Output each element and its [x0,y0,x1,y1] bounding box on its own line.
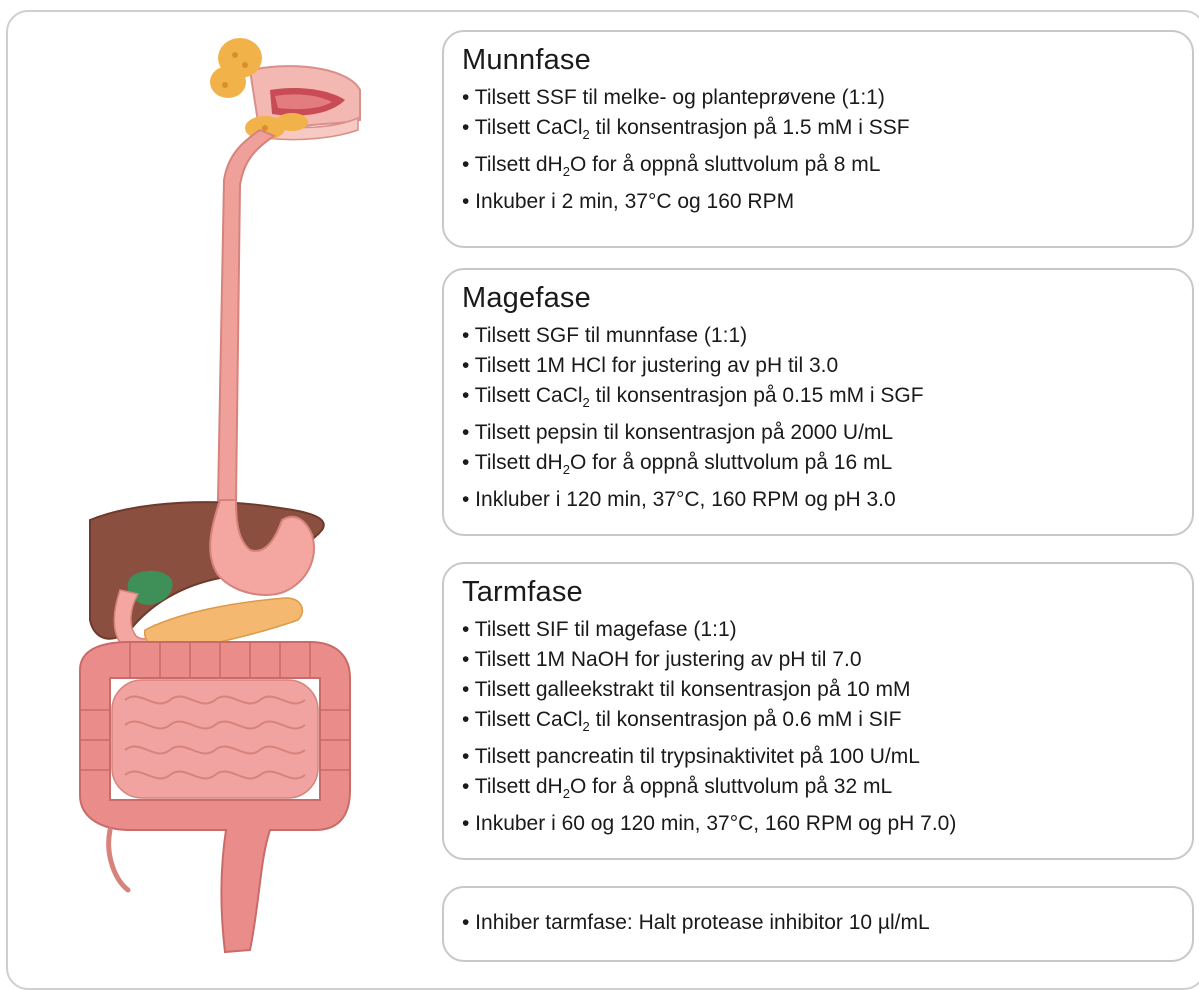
list-item: • Tilsett 1M NaOH for justering av pH ti… [462,645,1174,675]
list-item: • Inhiber tarmfase: Halt protease inhibi… [462,908,1174,938]
appendix-icon [109,830,128,890]
list-item: • Tilsett pancreatin til trypsinaktivite… [462,742,1174,772]
phase-steps: • Tilsett SIF til magefase (1:1) • Tilse… [462,615,1174,839]
list-item: • Tilsett dH2O for å oppnå sluttvolum på… [462,150,1174,187]
list-item: • Tilsett galleekstrakt til konsentrasjo… [462,675,1174,705]
phase-steps: • Tilsett SGF til munnfase (1:1) • Tilse… [462,321,1174,515]
list-item: • Tilsett SGF til munnfase (1:1) [462,321,1174,351]
phase-steps: • Inhiber tarmfase: Halt protease inhibi… [462,908,1174,938]
phase-steps: • Tilsett SSF til melke- og planteprøven… [462,83,1174,217]
phase-box-tarmfase: Tarmfase • Tilsett SIF til magefase (1:1… [442,562,1194,860]
list-item: • Tilsett CaCl2 til konsentrasjon på 0.6… [462,705,1174,742]
phase-title: Magefase [462,282,1174,315]
list-item: • Tilsett SIF til magefase (1:1) [462,615,1174,645]
list-item: • Inkluber i 120 min, 37°C, 160 RPM og p… [462,485,1174,515]
list-item: • Inkuber i 2 min, 37°C og 160 RPM [462,187,1174,217]
phase-box-magefase: Magefase • Tilsett SGF til munnfase (1:1… [442,268,1194,536]
list-item: • Tilsett 1M HCl for justering av pH til… [462,351,1174,381]
list-item: • Tilsett CaCl2 til konsentrasjon på 0.1… [462,381,1174,418]
small-intestine-icon [112,680,318,798]
list-item: • Tilsett dH2O for å oppnå sluttvolum på… [462,448,1174,485]
list-item: • Tilsett dH2O for å oppnå sluttvolum på… [462,772,1174,809]
list-item: • Tilsett CaCl2 til konsentrasjon på 1.5… [462,113,1174,150]
phase-title: Tarmfase [462,576,1174,609]
phase-title: Munnfase [462,44,1174,77]
digestive-system-illustration [60,30,380,970]
phase-box-inhibition: • Inhiber tarmfase: Halt protease inhibi… [442,886,1194,962]
phase-box-munnfase: Munnfase • Tilsett SSF til melke- og pla… [442,30,1194,248]
list-item: • Tilsett SSF til melke- og planteprøven… [462,83,1174,113]
list-item: • Tilsett pepsin til konsentrasjon på 20… [462,418,1174,448]
list-item: • Inkuber i 60 og 120 min, 37°C, 160 RPM… [462,809,1174,839]
esophagus-icon [218,130,274,500]
